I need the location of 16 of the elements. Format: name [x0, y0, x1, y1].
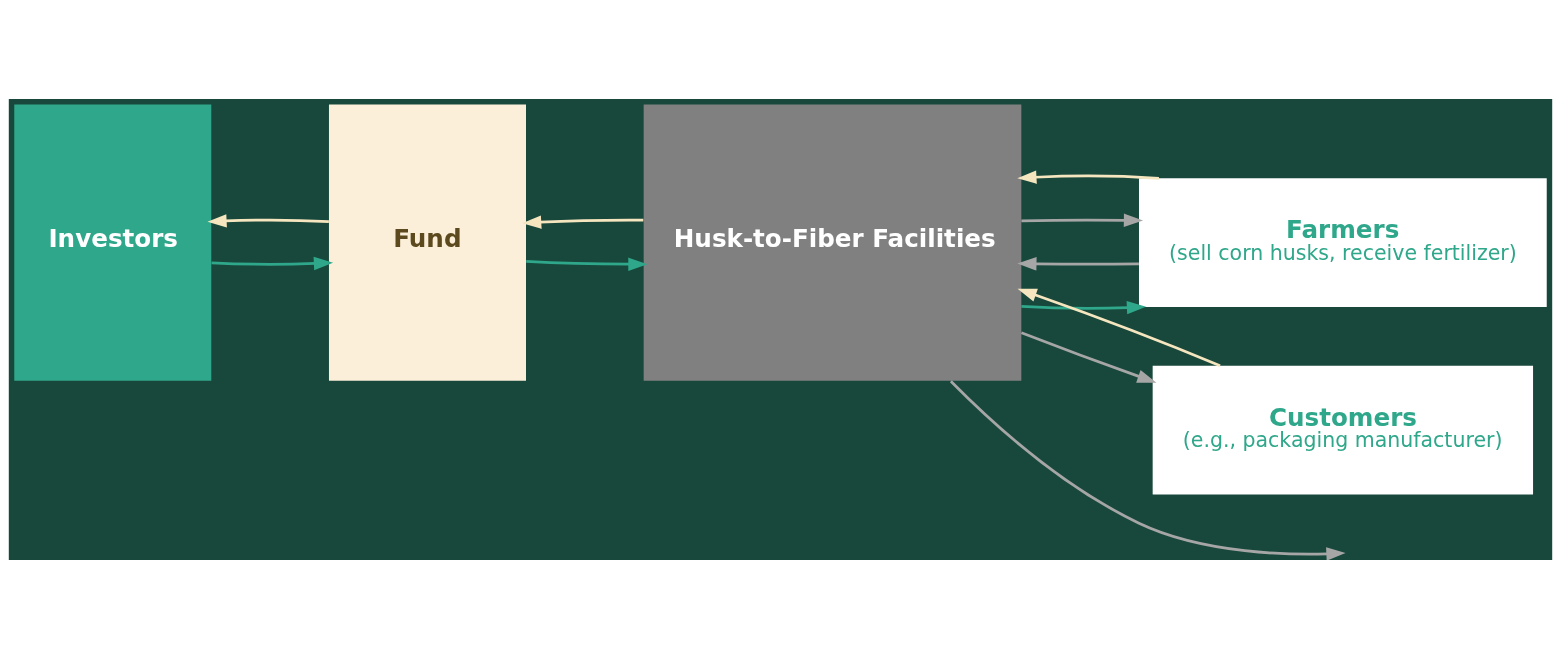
node-box: Investors: [14, 104, 212, 381]
arrow: [1017, 288, 1221, 367]
arrow: [1020, 331, 1157, 383]
arrow: [1017, 257, 1139, 271]
node-box: Customers (e.g., packaging manufacturer): [1152, 365, 1534, 495]
arrow: [211, 256, 334, 271]
node-box: Farmers (sell corn husks, receive fertilizer): [1139, 178, 1547, 307]
node-box: Husk-to-Fiber Facilities: [643, 104, 1022, 381]
arrow: [949, 380, 1346, 560]
arrow: [526, 257, 648, 271]
arrow: [1021, 213, 1144, 228]
arrow: [1021, 300, 1147, 315]
arrow: [207, 214, 329, 228]
arrow: [522, 215, 644, 229]
arrow: [1017, 170, 1159, 184]
node-box: Fund: [328, 104, 526, 381]
